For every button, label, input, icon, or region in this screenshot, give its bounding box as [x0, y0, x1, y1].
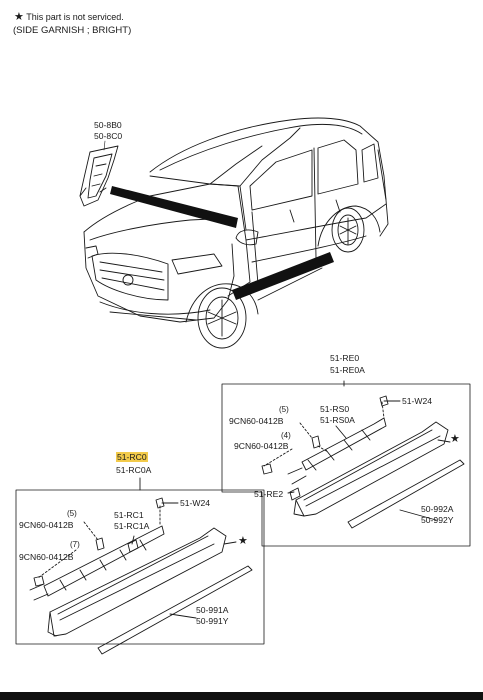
label-left-991a: 50-991A: [196, 605, 229, 615]
label-right-group-a: 51-RE0: [330, 353, 360, 363]
upper-garnish-strip: [110, 186, 238, 228]
star-icon: ★: [238, 535, 248, 547]
label-right-qty5: (5): [279, 405, 289, 414]
right-group-box: [221, 380, 471, 547]
diagram-title: (SIDE GARNISH ; BRIGHT): [13, 25, 132, 36]
label-left-group-a: 51-RC0: [116, 452, 148, 462]
label-right-rs0a: 51-RS0A: [320, 415, 355, 425]
garnish-highlight-strips: [110, 186, 334, 300]
label-emblem-a: 50-8B0: [94, 120, 122, 130]
label-right-clip4: 9CN60-0412B: [234, 441, 289, 451]
label-right-re2: 51-RE2: [254, 489, 284, 499]
label-right-992a: 50-992A: [421, 504, 454, 514]
emblem-part: [79, 140, 119, 207]
label-left-clip7: 9CN60-0412B: [19, 552, 74, 562]
lower-garnish-strip: [232, 252, 334, 300]
label-right-clip5: 9CN60-0412B: [229, 416, 284, 426]
label-right-w24: 51-W24: [402, 396, 433, 406]
bottom-divider: [0, 692, 483, 700]
label-right-992y: 50-992Y: [421, 515, 454, 525]
left-group-box: [15, 477, 265, 655]
suv-illustration: [83, 117, 389, 349]
label-right-qty4: (4): [281, 431, 291, 440]
label-left-rc1a: 51-RC1A: [114, 521, 150, 531]
label-left-clip5: 9CN60-0412B: [19, 520, 74, 530]
star-icon: ★: [450, 433, 460, 445]
label-left-qty7: (7): [70, 540, 80, 549]
star-icon: ★: [14, 11, 24, 23]
label-left-group-b: 51-RC0A: [116, 465, 152, 475]
label-right-rs0: 51-RS0: [320, 404, 350, 414]
label-emblem-b: 50-8C0: [94, 131, 123, 141]
highlighted-part-number: 51-RC0: [116, 452, 148, 462]
not-serviced-note: This part is not serviced.: [26, 12, 124, 22]
label-left-rc1: 51-RC1: [114, 510, 144, 520]
label-left-qty5: (5): [67, 509, 77, 518]
header-note: ★ This part is not serviced.: [14, 10, 124, 23]
label-left-991y: 50-991Y: [196, 616, 229, 626]
label-right-group-b: 51-RE0A: [330, 365, 365, 375]
label-left-w24: 51-W24: [180, 498, 211, 508]
